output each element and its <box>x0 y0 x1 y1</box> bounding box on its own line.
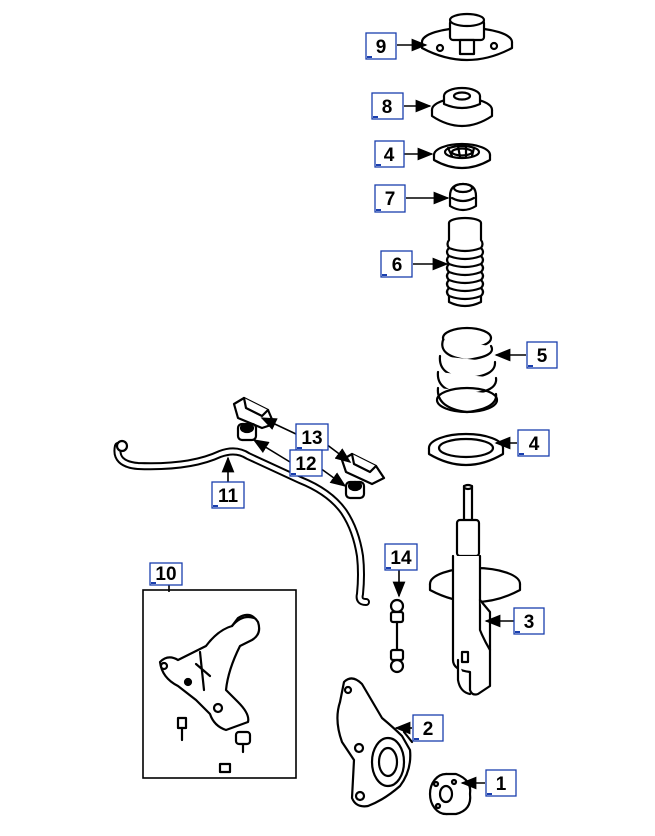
callout-14: 14 <box>384 543 418 571</box>
callout-7: 7 <box>374 184 406 213</box>
callout-9: 9 <box>365 32 397 60</box>
callout-1: 1 <box>485 769 517 797</box>
control-arm-frame <box>142 589 297 779</box>
callout-3: 3 <box>513 607 545 635</box>
stabilizer-bar-part <box>113 439 370 606</box>
callout-9-label: 9 <box>376 37 387 58</box>
callout-11: 11 <box>211 481 245 509</box>
callout-4-lower: 4 <box>517 429 550 457</box>
callout-1-label: 1 <box>496 774 507 795</box>
callout-13-label: 13 <box>301 428 322 449</box>
lower-control-arm-part <box>158 613 261 774</box>
stabilizer-link-part <box>389 598 405 674</box>
callout-11-label: 11 <box>218 486 239 507</box>
bar-bracket-lower-part <box>340 452 386 500</box>
dust-boot-part <box>445 216 485 308</box>
callout-8-label: 8 <box>382 97 393 118</box>
bump-stop-part <box>448 182 478 212</box>
callout-4-lower-label: 4 <box>529 434 540 455</box>
lower-spring-insulator-part <box>427 432 505 467</box>
steering-knuckle-part <box>336 677 414 808</box>
callout-6: 6 <box>380 250 413 278</box>
callout-6-label: 6 <box>392 255 403 276</box>
callout-7-label: 7 <box>385 189 396 210</box>
bar-bracket-upper-part <box>232 396 276 442</box>
callout-13: 13 <box>295 423 329 451</box>
callout-10-label: 10 <box>155 564 176 585</box>
callout-3-label: 3 <box>524 612 535 633</box>
callout-12-label: 12 <box>295 454 316 475</box>
callout-5: 5 <box>526 341 558 369</box>
callout-12: 12 <box>289 449 323 477</box>
strut-assembly-part <box>428 483 522 696</box>
callout-4-upper-label: 4 <box>384 145 395 166</box>
callout-2-label: 2 <box>423 719 434 740</box>
callout-14-label: 14 <box>390 548 412 569</box>
wheel-hub-part <box>428 772 472 816</box>
callout-10: 10 <box>149 562 183 586</box>
strut-bearing-part <box>430 86 494 127</box>
coil-spring-part <box>435 326 499 414</box>
callout-4-upper: 4 <box>374 140 405 168</box>
strut-mount-part <box>420 12 514 62</box>
callout-2: 2 <box>412 714 444 742</box>
callout-8: 8 <box>371 92 404 120</box>
upper-spring-insulator-part <box>432 142 492 170</box>
callout-5-label: 5 <box>537 346 548 367</box>
